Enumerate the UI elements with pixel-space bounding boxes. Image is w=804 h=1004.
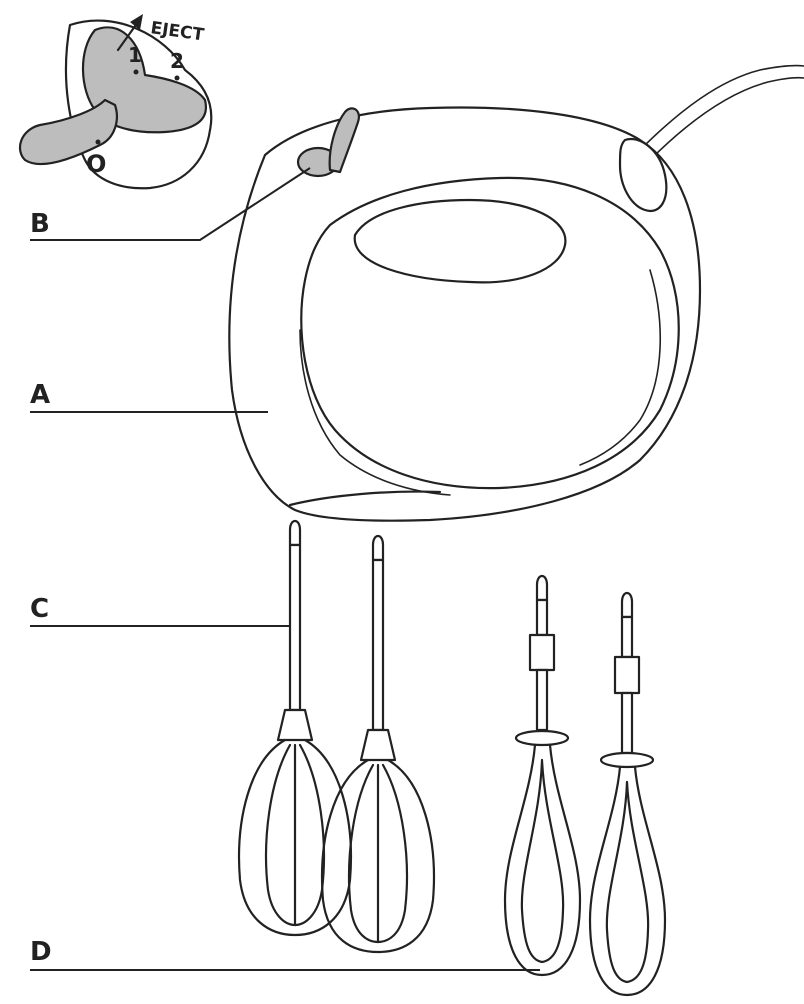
mixer-body-inner-ring [300, 176, 680, 490]
cord-line-inner [649, 76, 804, 161]
eject-arrow-head [130, 14, 143, 30]
dough-hook-right-shaft [620, 691, 634, 755]
power-cord [639, 64, 804, 161]
beater-left-whisk-outer [238, 738, 352, 937]
switch-inset: EJECT 1 2 O [18, 14, 213, 190]
callout-c: C [30, 594, 290, 627]
beater-right-collar [359, 728, 397, 762]
switch-lever [18, 98, 118, 166]
dough-hook-left-shaft [535, 668, 549, 732]
mixer-body-groove-right [579, 269, 662, 466]
beater-left-shaft [288, 543, 302, 712]
beater-right-tip [371, 534, 385, 562]
dough-hook-right-disc [599, 751, 655, 769]
speed-1-label: 1 [128, 43, 142, 67]
dough-hook-right [588, 591, 667, 997]
speed-switch-lever [328, 107, 360, 174]
dough-hook-left-gear [528, 633, 556, 672]
eject-arrow [116, 20, 140, 52]
dough-hook-right-paddle-outer [588, 765, 667, 997]
dough-hook-right-tip [620, 591, 634, 619]
beater-left-whisk-mid [264, 743, 297, 927]
beater-left-whisk-mid-2 [293, 743, 326, 927]
dough-hook-left [503, 574, 582, 977]
leader-line-b [30, 167, 311, 241]
dough-hook-left-tip [535, 574, 549, 602]
cord-grommet [618, 137, 668, 213]
callout-a: A [30, 380, 268, 413]
beater-right-whisk-mid-2 [376, 763, 409, 944]
mixer-handle-opening [353, 198, 567, 284]
mixer-body [228, 106, 702, 522]
callout-d: D [30, 937, 540, 971]
dough-hook-right-gear [613, 655, 641, 695]
beater-right [321, 534, 435, 954]
beater-right-shaft [371, 558, 385, 732]
beater-left-tip [288, 519, 302, 547]
callout-label-a: A [30, 380, 50, 410]
dough-hook-left-paddle-inner [520, 758, 565, 964]
dough-hook-right-shaft-top [620, 615, 634, 659]
callout-label-b: B [30, 209, 50, 239]
callout-label-c: C [30, 594, 49, 624]
beater-left [238, 519, 352, 937]
beater-right-whisk-outer [321, 758, 435, 954]
dough-hook-left-disc [514, 729, 570, 747]
speed-2-dot [174, 75, 180, 81]
beater-right-whisk-mid [347, 763, 380, 944]
off-dot [95, 139, 101, 145]
mixer-bottom-contour [288, 490, 442, 507]
dough-hook-right-paddle-inner [605, 780, 650, 984]
dough-hook-left-paddle-outer [503, 743, 582, 977]
speed-2-label: 2 [170, 49, 184, 73]
speed-1-dot [133, 69, 139, 75]
off-label: O [86, 150, 106, 178]
mixer-body-outline [228, 106, 702, 522]
callout-label-d: D [30, 937, 52, 967]
dough-hook-left-shaft-top [535, 598, 549, 637]
cord-line-outer [639, 64, 804, 151]
callout-b: B [30, 167, 311, 241]
beater-left-collar [276, 708, 314, 742]
mixer-body-groove [299, 329, 451, 496]
